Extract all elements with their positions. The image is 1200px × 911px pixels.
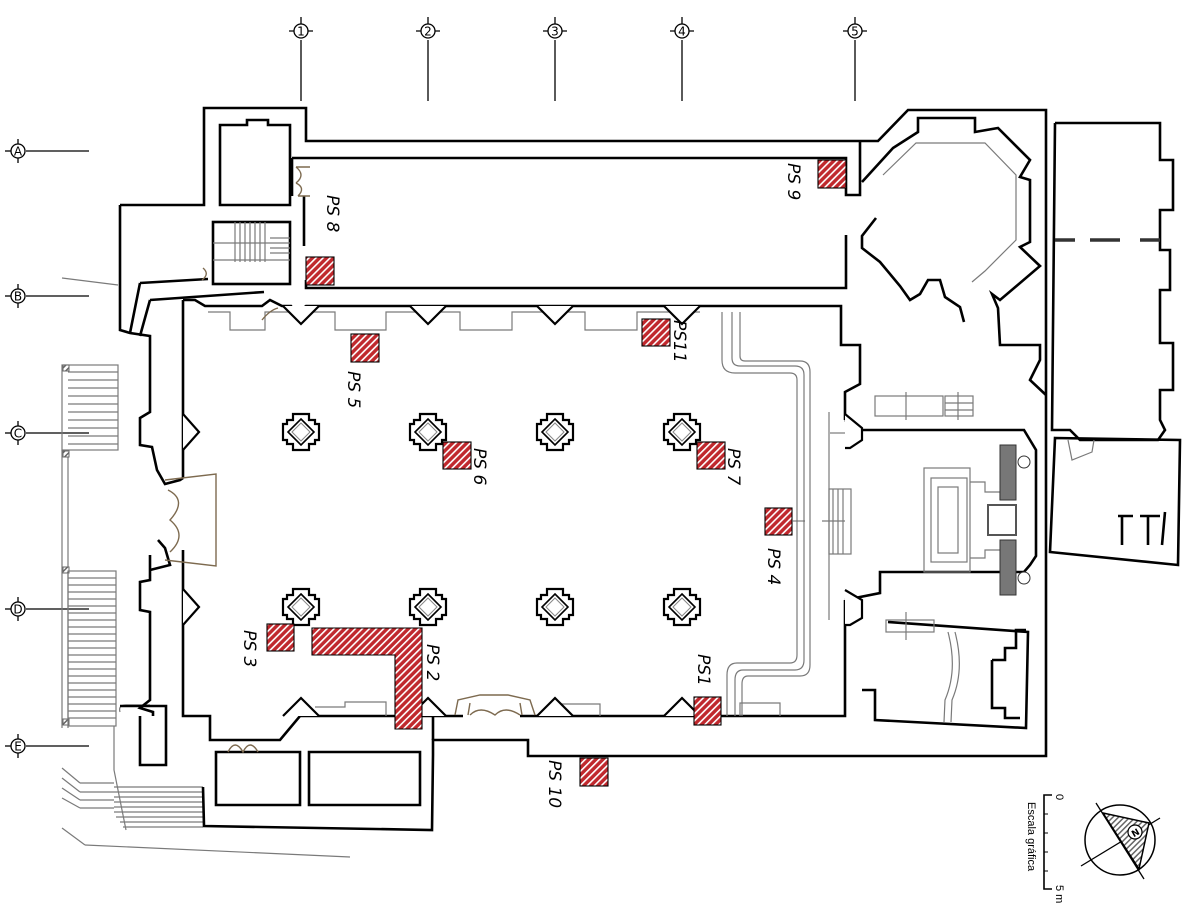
sampling-point-ps1[interactable]: PS1: [693, 654, 722, 726]
grid-axis-label: 4: [678, 25, 686, 39]
sampling-point-ps8[interactable]: PS 8: [305, 195, 342, 286]
pilaster: [536, 305, 574, 326]
porch-steps-upper: [68, 371, 118, 445]
ps1-label: PS1: [693, 654, 713, 686]
grid-axis-3: 3: [543, 17, 567, 101]
pilaster: [282, 305, 320, 326]
grid-axis-e: E: [5, 734, 89, 758]
ps4-area: [764, 507, 793, 536]
grid-axes-columns: 1 2 3 4 5: [289, 17, 867, 101]
porch-steps-lower: [67, 570, 117, 727]
ps4-label: PS 4: [763, 548, 783, 585]
ps9-label: PS 9: [783, 163, 803, 200]
sampling-point-ps11[interactable]: PS11: [641, 318, 689, 363]
ps9-area: [817, 159, 847, 189]
ps11-area: [641, 318, 671, 347]
nave-columns: [182, 305, 864, 717]
nave-details: [208, 311, 1031, 716]
column: [408, 587, 448, 627]
ps6-area: [442, 441, 472, 470]
north-arrow-label: N: [1130, 828, 1142, 840]
ps10-area: [579, 757, 609, 787]
grid-axis-4: 4: [670, 17, 694, 101]
grid-axis-c: C: [5, 421, 89, 445]
scale-bar-start: 0: [1053, 794, 1065, 800]
grid-axis-label: A: [14, 145, 23, 159]
sampling-point-ps2[interactable]: PS 2: [311, 627, 442, 730]
ps5-area: [350, 333, 380, 363]
lower-steps: [61, 767, 351, 858]
pilaster: [536, 696, 574, 717]
grid-axis-b: B: [5, 284, 89, 308]
sampling-point-ps10[interactable]: PS 10: [544, 757, 609, 808]
sampling-point-ps6[interactable]: PS 6: [442, 441, 489, 485]
ps3-area: [266, 623, 295, 652]
grid-axis-1: 1: [289, 17, 313, 101]
sampling-point-ps7[interactable]: PS 7: [696, 441, 743, 485]
pilaster: [182, 588, 201, 626]
staircase: [213, 222, 290, 262]
sampling-point-ps9[interactable]: PS 9: [783, 159, 847, 200]
column: [281, 412, 321, 452]
grid-axis-label: 3: [551, 25, 559, 39]
sampling-point-ps3[interactable]: PS 3: [239, 623, 295, 667]
grid-axis-5: 5: [843, 17, 867, 101]
ps6-label: PS 6: [469, 448, 489, 485]
sampling-point-ps5[interactable]: PS 5: [343, 333, 380, 408]
scale-bar: Escala gráfica 0 5 m: [1025, 794, 1065, 903]
grid-axis-label: 1: [297, 25, 305, 39]
grid-axis-label: 2: [424, 25, 432, 39]
column: [281, 587, 321, 627]
ps11-label: PS11: [669, 320, 689, 363]
grid-axis-a: A: [5, 139, 89, 163]
ps7-area: [696, 441, 726, 470]
column: [662, 412, 702, 452]
ps5-label: PS 5: [343, 371, 363, 408]
pilaster: [844, 413, 864, 450]
sampling-points: PS1 PS 2 PS 3 PS 4 PS 5 PS 6 PS 7: [239, 159, 847, 808]
building-walls: [118, 106, 1182, 832]
ps8-area: [305, 256, 335, 286]
grid-axis-label: D: [13, 603, 22, 617]
north-arrow: N: [1080, 802, 1161, 880]
scale-bar-title: Escala gráfica: [1025, 802, 1037, 872]
scale-bar-end: 5 m: [1053, 885, 1065, 903]
grid-axes-rows: A B C D E: [5, 139, 89, 758]
grid-axis-label: 5: [851, 25, 859, 39]
ps7-label: PS 7: [723, 448, 743, 485]
ps2-area: [311, 627, 423, 730]
pilaster: [182, 413, 201, 451]
grid-axis-label: B: [14, 290, 22, 304]
ps8-label: PS 8: [322, 195, 342, 232]
sampling-point-ps4[interactable]: PS 4: [763, 507, 805, 585]
column: [535, 587, 575, 627]
ps2-label: PS 2: [422, 644, 442, 681]
column: [535, 412, 575, 452]
ps1-area: [693, 696, 722, 726]
grid-axis-label: C: [14, 427, 22, 441]
grid-axis-d: D: [5, 597, 89, 621]
doors: [164, 166, 536, 754]
site-lines: [61, 277, 351, 858]
pilaster: [409, 305, 447, 326]
column: [662, 587, 702, 627]
grid-axis-2: 2: [416, 17, 440, 101]
column: [408, 412, 448, 452]
pilaster: [282, 696, 320, 717]
pilaster: [663, 305, 701, 326]
pilaster: [844, 589, 864, 627]
ps10-label: PS 10: [544, 760, 564, 808]
grid-axis-label: E: [14, 740, 22, 754]
ps3-label: PS 3: [239, 630, 259, 667]
